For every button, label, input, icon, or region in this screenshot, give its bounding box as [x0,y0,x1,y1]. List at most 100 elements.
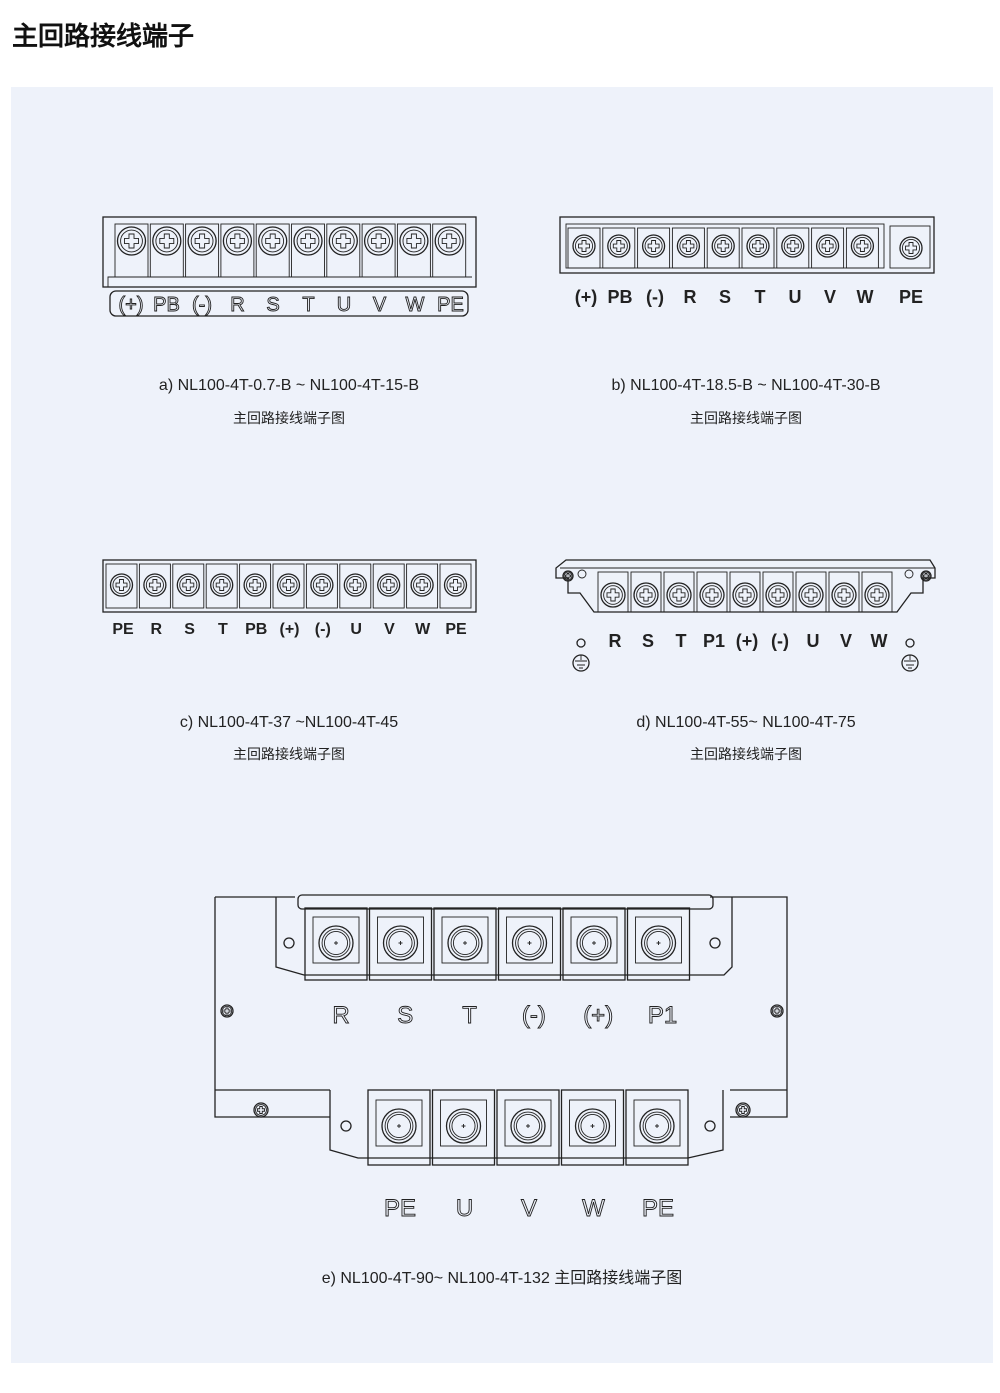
screw-ring [346,575,365,595]
terminal-cell [741,227,775,269]
top-rail [297,894,714,910]
terminal-cell [626,907,691,981]
screw-ring [603,585,623,605]
bolt-center [398,941,403,945]
screw-ring [120,229,143,253]
screw-ring [296,229,320,253]
bolt-ring [642,1111,672,1141]
terminal-cell [663,571,695,613]
terminal-label: T [302,294,314,316]
terminal-cell [339,563,372,609]
screw-icon [222,226,253,256]
subcaption-d: 主回路接线端子图 [690,746,802,763]
bolt-center [656,941,661,945]
terminal-cell [272,563,305,609]
screw-ring [636,585,656,605]
caption-a: a) NL100-4T-0.7-B ~ NL100-4T-15-B [159,377,419,394]
screw-ring [609,236,628,256]
terminal-cell [562,907,626,981]
screw-icon [253,1102,269,1118]
bolt-ring [517,930,542,956]
cross-slot [148,579,161,591]
terminal-label: U [350,621,362,638]
screw-icon [377,573,401,597]
terminal-cell [496,1089,560,1166]
cross-slot [923,573,929,579]
label-strip [109,290,469,317]
terminal-label: V [824,287,836,307]
terminal-plate [569,1099,616,1147]
bolt-ring [449,1111,478,1141]
terminal-label: S [642,631,654,651]
subcaption-c: 主回路接线端子图 [233,746,345,763]
screw-icon [443,573,468,597]
bolt-center [334,941,338,945]
bolt-center [461,1124,466,1128]
terminal-cell [291,223,325,278]
terminal-cell [205,563,238,609]
screw-icon [676,234,701,258]
bolt-ring [644,928,673,958]
subcaption-b: 主回路接线端子图 [690,410,802,427]
hole-icon [576,638,586,648]
terminal-label: V [840,631,852,651]
cross-slot [249,579,262,591]
terminal-label: (-) [315,621,331,638]
cross-slot [349,579,362,591]
cross-slot [786,240,799,252]
screw-ring [679,236,698,256]
cross-slot [300,233,316,249]
terminal-plate [377,916,424,964]
pe-cell [889,225,931,269]
screw-ring [669,585,689,605]
terminal-label: PE [642,1195,674,1222]
screw-icon [116,226,147,256]
terminal-cell [560,1089,625,1166]
cross-slot [565,573,571,579]
cross-slot [804,588,818,602]
terminal-cell [762,571,794,613]
terminal-bracket [555,559,936,613]
cross-slot [639,588,653,602]
bolt-ring [384,1111,414,1141]
terminal-cell [567,227,601,269]
terminal-label: PE [112,621,134,638]
terminal-label: S [719,287,731,307]
bolt-ring [388,930,413,956]
terminal-cell [433,907,497,981]
terminal-label: R [151,621,163,638]
chassis-outline [214,896,788,1118]
screw-icon [293,226,323,256]
terminal-label: T [676,631,687,651]
screw-ring [783,236,802,256]
screw-icon [562,570,574,582]
screw-icon [746,234,770,258]
screw-ring [331,229,355,253]
terminal-label: S [266,294,279,316]
terminal-label: R [332,1002,349,1029]
cross-slot [115,579,128,591]
screw-icon [152,226,182,256]
screw-ring [112,575,131,595]
terminal-label: R [684,287,697,307]
terminal-label: U [337,294,351,316]
caption-c: c) NL100-4T-37 ~NL100-4T-45 [180,714,398,731]
bolt-ring [323,930,349,956]
screw-icon [176,573,200,597]
bolt-ring [452,930,478,956]
cross-slot [182,579,195,591]
screw-ring [771,1005,783,1017]
terminal-bolt-icon [510,1108,546,1144]
bolt-ring [515,928,544,958]
screw-icon [850,234,875,258]
terminal-cell [396,223,431,278]
terminal-cell [630,571,662,613]
block-base [107,276,472,287]
cross-slot [382,579,395,591]
terminal-cell [172,563,205,609]
screw-ring [212,575,231,595]
terminal-cell [625,1089,689,1166]
cross-slot [315,579,328,591]
terminal-label: S [184,621,195,638]
